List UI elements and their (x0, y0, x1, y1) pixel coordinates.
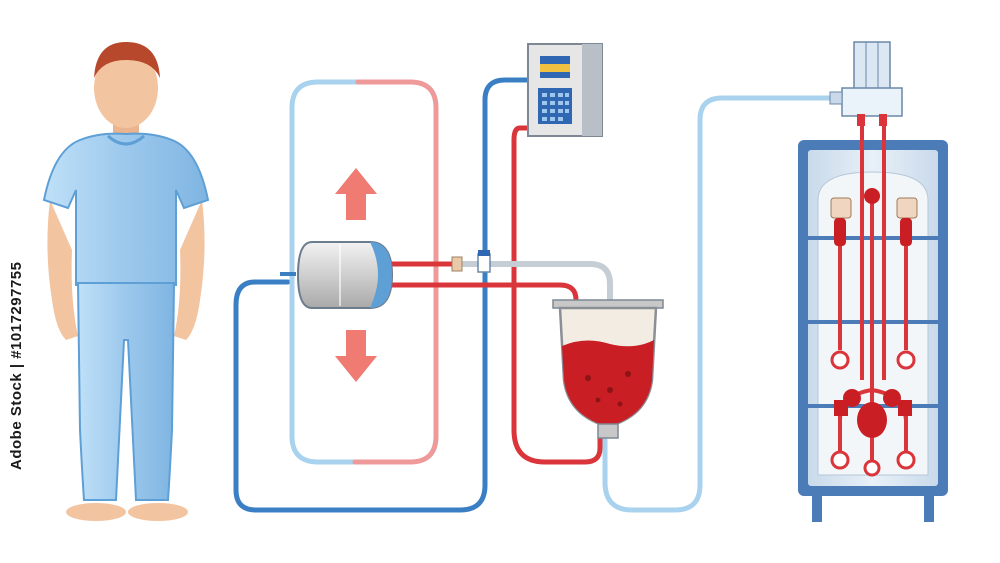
valve-connector-icon (451, 250, 491, 273)
venous-line (233, 77, 533, 513)
arterial-loop-light (352, 79, 439, 465)
pump-outlet-line (459, 261, 613, 303)
blood-reservoir-icon (552, 299, 664, 439)
arrow-down-icon (335, 330, 377, 382)
pump-unit (280, 241, 394, 309)
machine-cabinet-icon (798, 41, 948, 522)
shirt (42, 132, 210, 286)
control-panel-icon (527, 43, 603, 137)
pump-cap (370, 242, 392, 308)
arrow-up-icon (335, 168, 377, 220)
oxygenator-line (602, 95, 845, 513)
trousers (76, 282, 176, 501)
patient-figure-icon (42, 42, 210, 521)
hair (94, 42, 160, 78)
blood-level (562, 340, 654, 424)
arterial-line (511, 125, 603, 465)
side-caption: Adobe Stock | #1017297755 (8, 261, 25, 470)
